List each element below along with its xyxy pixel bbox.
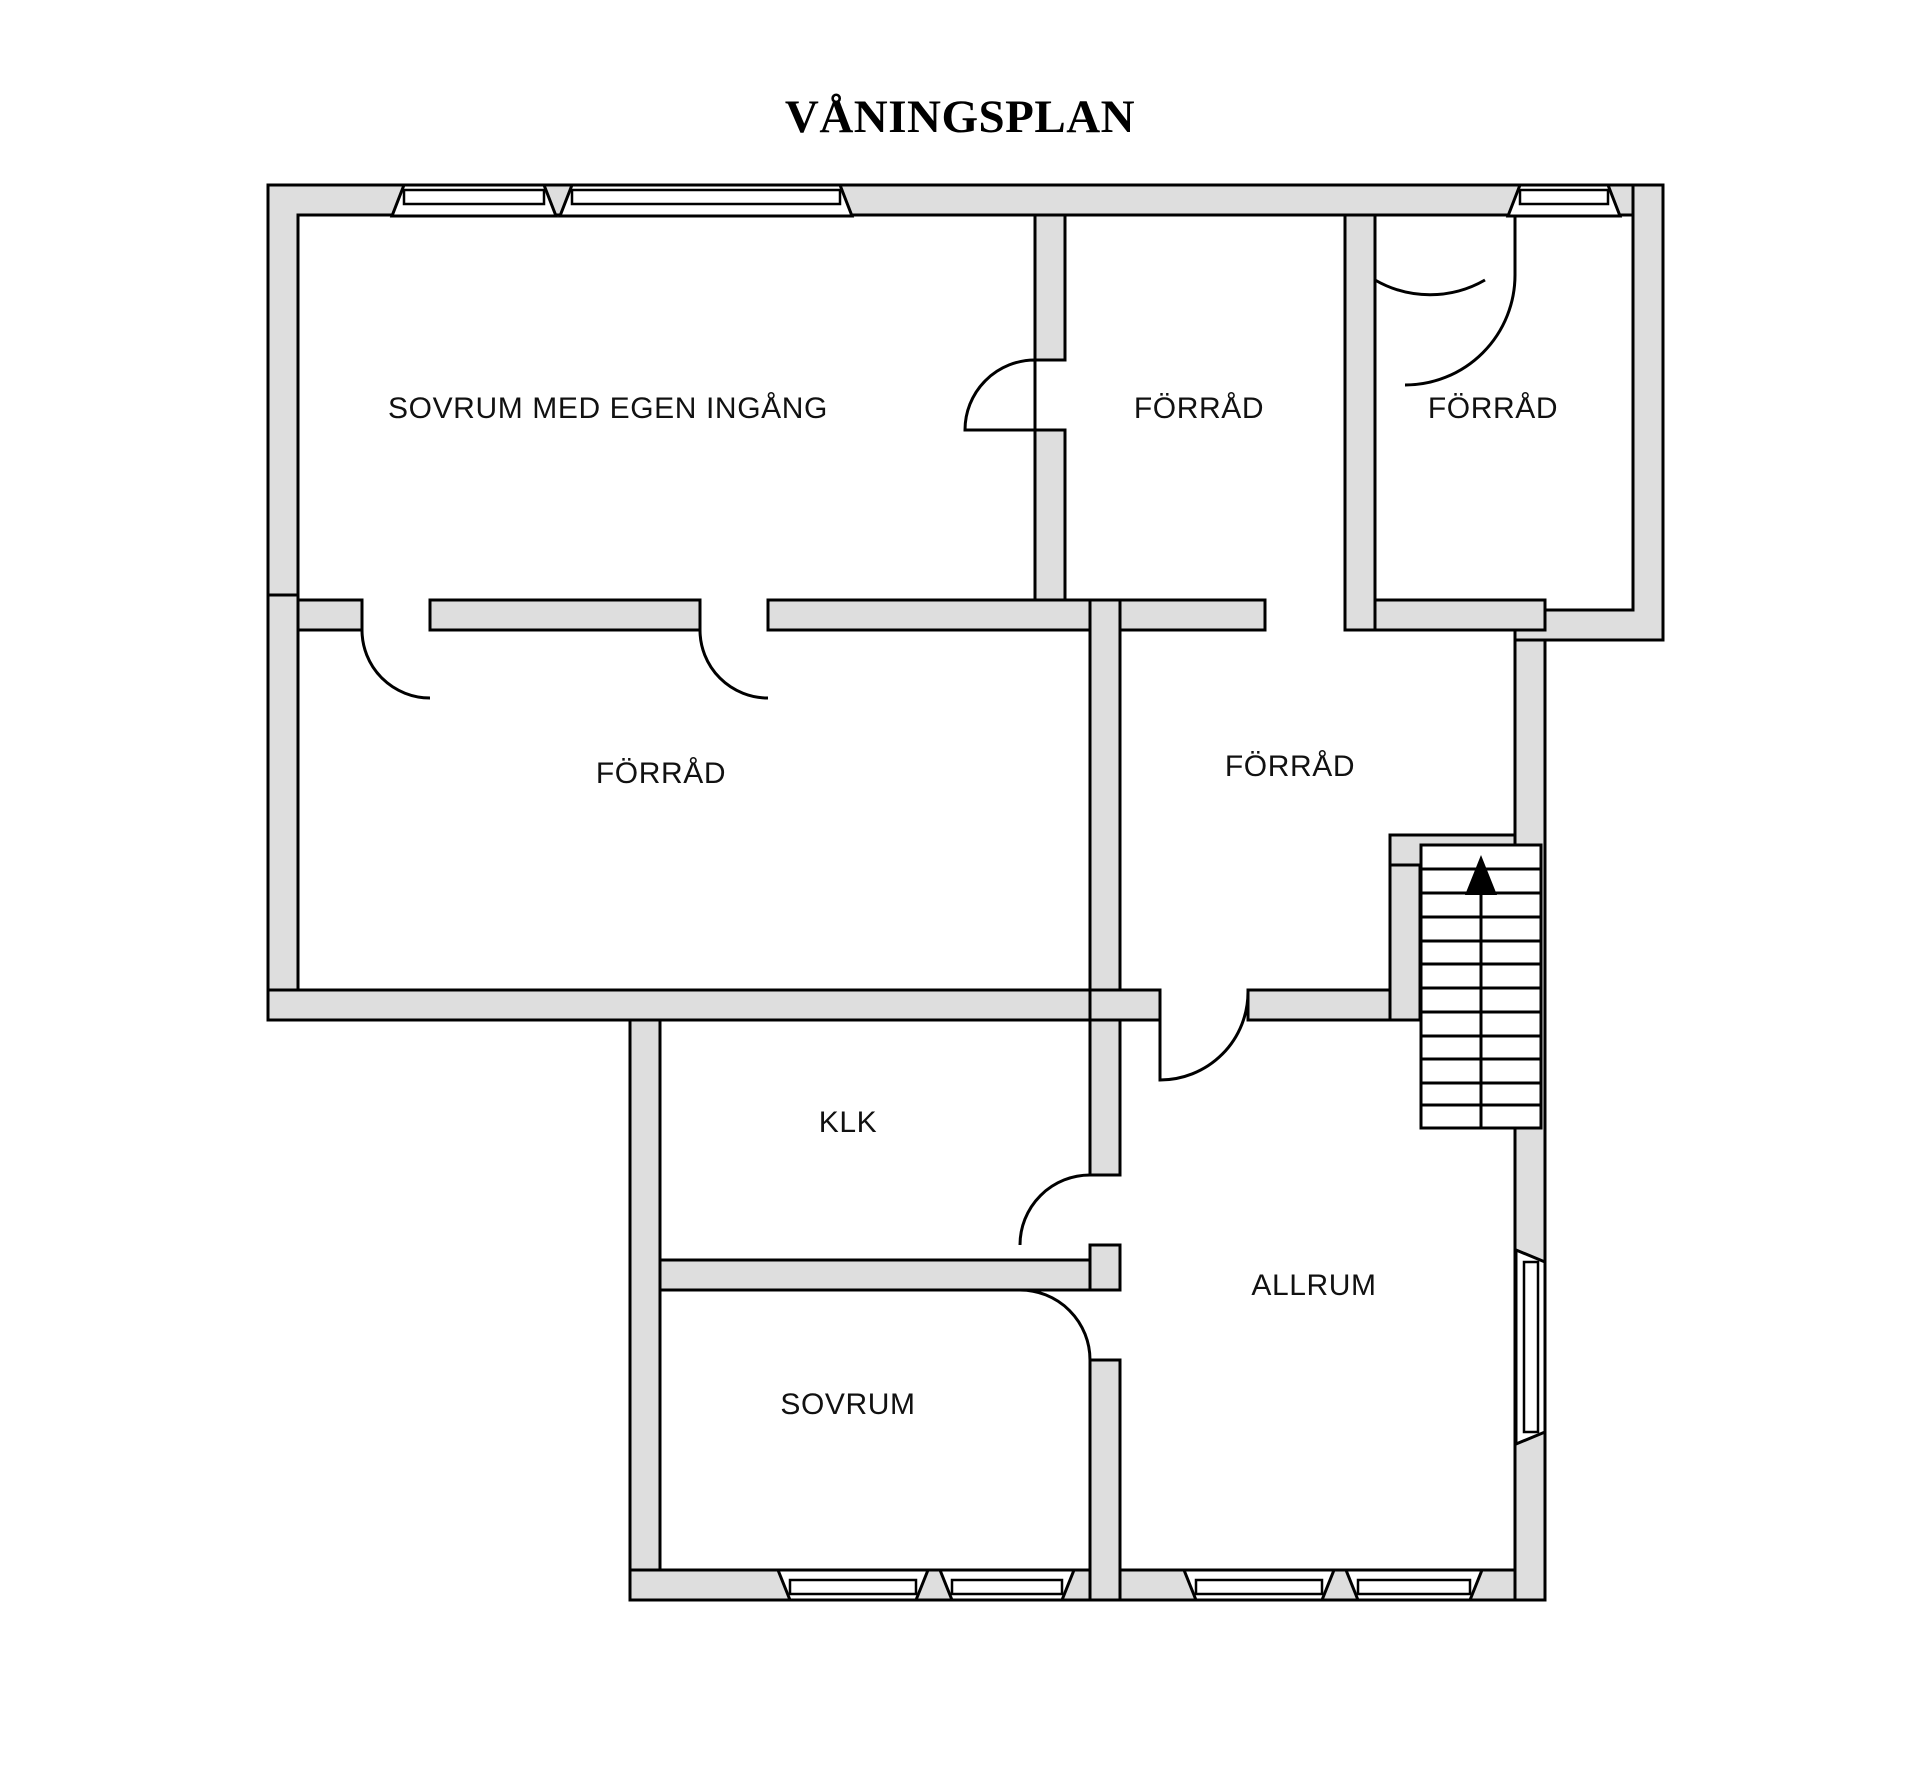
door-forrad-top-right <box>1374 278 1486 297</box>
window-top-2 <box>557 183 855 218</box>
window-right <box>1514 1247 1547 1447</box>
wall-exterior-bottom-left <box>628 1018 662 1572</box>
door-klk <box>1018 1173 1091 1246</box>
window-bottom-3 <box>1181 1568 1337 1602</box>
staircase <box>1419 843 1543 1130</box>
door-forrad-left-b <box>698 629 769 700</box>
room-label-klk: KLK <box>819 1106 878 1139</box>
wall-sovrum-right-upper <box>1033 213 1067 362</box>
door-forrad-middle-to-allrum <box>1158 991 1250 1082</box>
window-top-right <box>1505 183 1623 218</box>
wall-forrad-top-right-left <box>1343 213 1377 632</box>
room-label-forrad-middle: FÖRRÅD <box>1225 750 1355 783</box>
door-sovrum <box>1019 1288 1092 1361</box>
window-bottom-2 <box>937 1568 1077 1602</box>
wall-exterior-left <box>266 593 300 992</box>
window-bottom-4 <box>1343 1568 1485 1602</box>
door-sovrum-egen-ingang-to-forrad <box>963 358 1037 432</box>
room-label-sovrum-egen-ingang: SOVRUM MED EGEN INGÅNG <box>388 392 828 425</box>
wall-forrad-middle-bottom-left <box>1088 988 1162 1022</box>
wall-sovrum-bottom-right-seg <box>766 598 1267 632</box>
wall-sovrum-right-bottom <box>1088 1358 1122 1602</box>
wall-klk-sovrum-divider <box>658 1258 1092 1292</box>
room-label-allrum: ALLRUM <box>1251 1269 1376 1302</box>
wall-sovrum-bottom-left-seg <box>296 598 364 632</box>
room-label-forrad-left: FÖRRÅD <box>596 757 726 790</box>
room-label-group: SOVRUM MED EGEN INGÅNG FÖRRÅD FÖRRÅD FÖR… <box>388 392 1558 1421</box>
door-forrad-top-right-arc <box>1404 215 1517 387</box>
door-forrad-left-a <box>360 629 431 700</box>
wall-sovrum-right-lower <box>1033 428 1067 602</box>
wall-forrad-left-right <box>1088 598 1122 1022</box>
wall-forrad-left-bottom <box>266 988 1154 1022</box>
wall-klk-right-lower <box>1088 1243 1122 1292</box>
wall-sovrum-bottom-mid-seg <box>428 598 702 632</box>
page-title: VÅNINGSPLAN <box>784 91 1136 143</box>
room-label-sovrum: SOVRUM <box>780 1388 915 1421</box>
window-top-1 <box>389 183 559 218</box>
room-label-forrad-top-right: FÖRRÅD <box>1428 392 1558 425</box>
wall-klk-right-upper <box>1088 1018 1122 1177</box>
door-group <box>360 215 1517 1361</box>
window-group <box>389 183 1623 1602</box>
window-bottom-1 <box>775 1568 931 1602</box>
wall-exterior-right-upper <box>1513 183 1665 642</box>
room-label-forrad-top-middle: FÖRRÅD <box>1134 392 1264 425</box>
